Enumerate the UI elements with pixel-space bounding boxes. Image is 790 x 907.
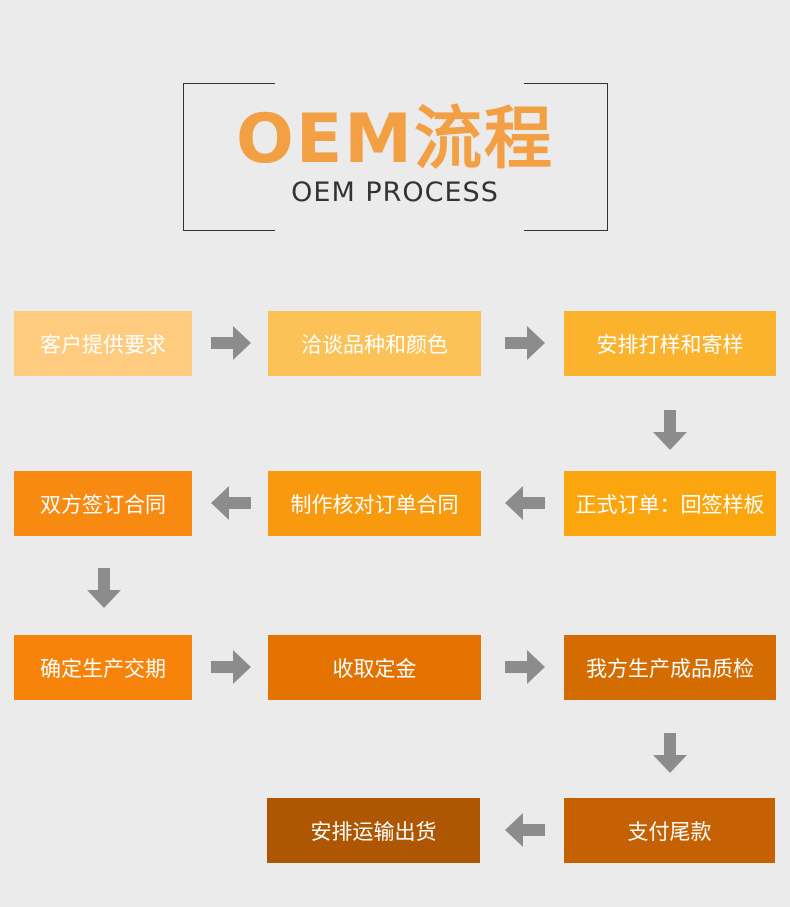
title-frame-left-top — [183, 83, 275, 84]
arrow-right-icon — [505, 650, 545, 684]
arrow-left-icon — [505, 813, 545, 847]
step-arrange-sampling: 安排打样和寄样 — [564, 311, 776, 376]
step-negotiate-variety-color: 洽谈品种和颜色 — [268, 311, 481, 376]
arrow-down-icon — [87, 568, 121, 608]
step-formal-order: 正式订单：回签样板 — [564, 471, 776, 536]
arrow-down-icon — [653, 410, 687, 450]
step-label: 收取定金 — [332, 656, 417, 681]
arrow-right-icon — [211, 326, 251, 360]
page-title: OEM流程 — [236, 100, 554, 179]
step-label: 双方签订合同 — [40, 492, 166, 517]
step-arrange-shipping: 安排运输出货 — [267, 798, 480, 863]
arrow-right-icon — [505, 326, 545, 360]
step-sign-contract: 双方签订合同 — [14, 471, 192, 536]
title-frame-right-side — [607, 83, 608, 231]
step-collect-deposit: 收取定金 — [268, 635, 481, 700]
title-frame-left-bottom — [183, 230, 275, 231]
title-frame-right-top — [524, 83, 608, 84]
step-label: 安排运输出货 — [310, 819, 437, 844]
step-label: 安排打样和寄样 — [596, 332, 744, 357]
step-pay-balance: 支付尾款 — [564, 798, 775, 863]
step-label: 制作核对订单合同 — [290, 492, 459, 517]
arrow-down-icon — [653, 733, 687, 773]
title-frame-left-side — [183, 83, 184, 231]
step-label: 确定生产交期 — [40, 656, 166, 681]
step-label: 我方生产成品质检 — [586, 656, 754, 681]
step-confirm-delivery-date: 确定生产交期 — [14, 635, 192, 700]
page-subtitle: OEM PROCESS — [291, 177, 499, 208]
step-customer-requirements: 客户提供要求 — [14, 311, 192, 376]
step-verify-contract: 制作核对订单合同 — [268, 471, 481, 536]
arrow-left-icon — [505, 486, 545, 520]
arrow-left-icon — [211, 486, 251, 520]
arrow-right-icon — [211, 650, 251, 684]
step-label: 客户提供要求 — [40, 332, 166, 357]
step-label: 支付尾款 — [627, 819, 712, 844]
step-production-qc: 我方生产成品质检 — [564, 635, 776, 700]
step-label: 洽谈品种和颜色 — [301, 332, 448, 357]
step-label: 正式订单：回签样板 — [575, 492, 765, 517]
title-frame-right-bottom — [524, 230, 608, 231]
